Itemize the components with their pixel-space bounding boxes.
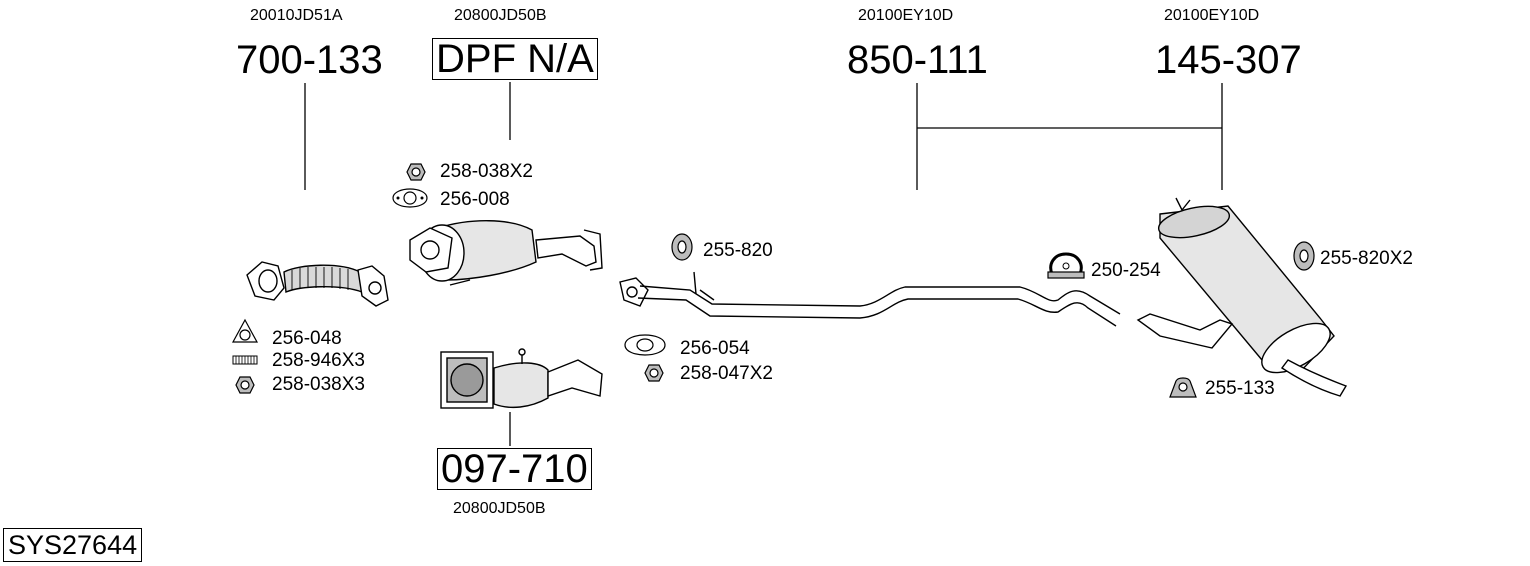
gasket-icon [231, 318, 259, 343]
oem-number-700-133: 20010JD51A [250, 7, 343, 24]
accessory-label-258-946x3[interactable]: 258-946X3 [272, 350, 365, 371]
clamp-icon [1047, 252, 1085, 279]
rubber-hanger-icon [671, 233, 693, 261]
accessory-label-258-038x3[interactable]: 258-038X3 [272, 374, 365, 395]
part-number-dpf[interactable]: DPF N/A [432, 38, 598, 80]
gasket-icon [624, 334, 666, 356]
part-number-097-710[interactable]: 097-710 [437, 448, 592, 490]
oem-number-dpf: 20800JD50B [454, 7, 547, 24]
oem-number-145-307: 20100EY10D [1164, 7, 1260, 24]
oem-number-850-111: 20100EY10D [858, 7, 954, 24]
dpf-upper [409, 220, 603, 286]
accessory-label-256-048[interactable]: 256-048 [272, 328, 342, 349]
gasket-icon [392, 188, 428, 208]
accessory-label-258-038x2[interactable]: 258-038X2 [440, 161, 533, 182]
accessory-label-258-047x2[interactable]: 258-047X2 [680, 363, 773, 384]
hex-nut-icon [235, 376, 255, 394]
oem-number-097-710: 20800JD50B [453, 500, 546, 517]
rubber-bracket-icon [1169, 377, 1197, 398]
center-pipe-850-111 [619, 271, 1121, 327]
accessory-label-256-054[interactable]: 256-054 [680, 338, 750, 359]
rubber-hanger-icon [1293, 241, 1315, 271]
part-number-145-307[interactable]: 145-307 [1155, 38, 1302, 82]
part-number-700-133[interactable]: 700-133 [236, 38, 383, 82]
accessory-label-255-133[interactable]: 255-133 [1205, 378, 1275, 399]
rear-silencer-145-307 [1136, 197, 1348, 397]
hex-nut-icon [644, 364, 664, 382]
bolt-icon [232, 355, 258, 365]
front-pipe-700-133 [246, 261, 389, 307]
accessory-label-255-820x2[interactable]: 255-820X2 [1320, 248, 1413, 269]
accessory-label-250-254[interactable]: 250-254 [1091, 260, 1161, 281]
accessory-label-255-820[interactable]: 255-820 [703, 240, 773, 261]
hex-nut-icon [406, 163, 426, 181]
system-code: SYS27644 [3, 528, 143, 562]
dpf-lower-097-710 [440, 348, 603, 409]
part-number-850-111[interactable]: 850-111 [847, 38, 988, 82]
accessory-label-256-008[interactable]: 256-008 [440, 189, 510, 210]
